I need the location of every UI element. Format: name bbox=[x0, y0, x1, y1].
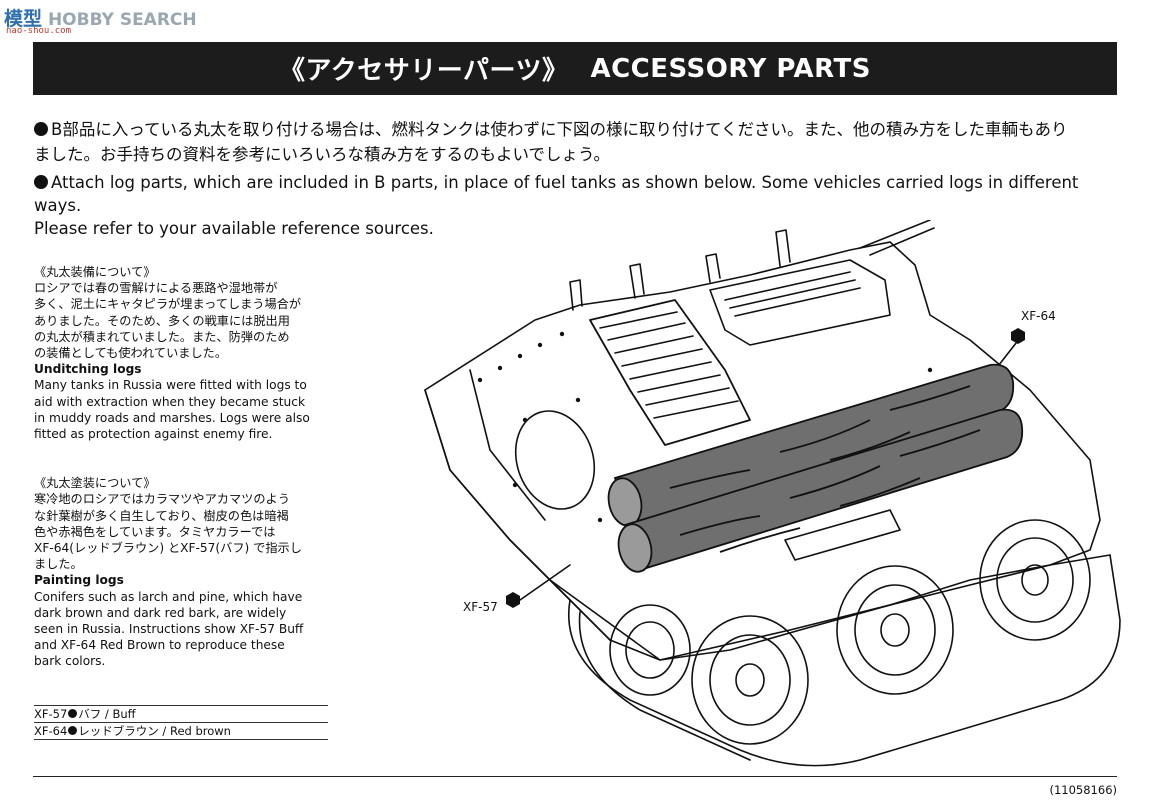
top-handle bbox=[705, 253, 721, 283]
legend-row: XF-57 バフ / Buff bbox=[34, 705, 328, 723]
painting-en-line: dark brown and dark red bark, are widely bbox=[34, 605, 287, 620]
unditching-jp-line: の丸太が積まれていました。また、防弾のため bbox=[34, 329, 290, 344]
painting-jp-line: な針葉樹が多く自生しており、樹皮の色は暗褐 bbox=[34, 508, 289, 523]
side-notes: 《丸太装備について》 ロシアでは春の雪解けによる悪路や湿地帯が 多く、泥土にキャ… bbox=[34, 264, 330, 670]
intro-jp-line2: ました。お手持ちの資料を参考にいろいろな積み方をするのもよいでしょう。 bbox=[34, 145, 611, 164]
log-lower bbox=[617, 408, 1024, 573]
legend-code: XF-57 bbox=[34, 707, 68, 721]
unditching-section: 《丸太装備について》 ロシアでは春の雪解けによる悪路や湿地帯が 多く、泥土にキャ… bbox=[34, 264, 330, 442]
unditching-jp-line: 多く、泥土にキャタピラが埋まってしまう場合が bbox=[34, 297, 302, 312]
painting-jp-line: 寒冷地のロシアではカラマツやアカマツのよう bbox=[34, 492, 290, 507]
banner-title-jp: 《アクセサリーパーツ》 bbox=[279, 56, 569, 86]
paint-dot-icon bbox=[68, 709, 78, 718]
intro-jp-line1: B部品に入っている丸太を取り付ける場合は、燃料タンクは使わずに下図の様に取り付け… bbox=[51, 120, 1068, 139]
painting-en-line: Conifers such as larch and pine, which h… bbox=[34, 589, 303, 604]
painting-section: 《丸太塗装について》 寒冷地のロシアではカラマツやアカマツのよう な針葉樹が多く… bbox=[34, 475, 330, 669]
rear-hatch bbox=[514, 410, 596, 510]
log-upper bbox=[607, 363, 1015, 527]
road-wheel bbox=[836, 565, 954, 695]
intro-en: Attach log parts, which are included in … bbox=[34, 171, 1119, 240]
unditching-jp-heading: 《丸太装備について》 bbox=[34, 265, 156, 279]
bottom-rule bbox=[33, 776, 1117, 777]
engine-grille bbox=[589, 299, 751, 446]
intro-jp: B部品に入っている丸太を取り付ける場合は、燃料タンクは使わずに下図の様に取り付け… bbox=[34, 117, 1119, 167]
legend-label: バフ / Buff bbox=[78, 707, 136, 721]
drive-sprocket bbox=[609, 604, 691, 696]
tank-log-illustration bbox=[424, 220, 1121, 767]
intro-en-line1: Attach log parts, which are included in … bbox=[34, 173, 1079, 215]
unditching-en-line: fitted as protection against enemy fire. bbox=[34, 427, 273, 442]
legend-label: レッドブラウン / Red brown bbox=[78, 724, 231, 738]
intro-text: B部品に入っている丸太を取り付ける場合は、燃料タンクは使わずに下図の様に取り付け… bbox=[34, 117, 1119, 242]
tool-box bbox=[784, 509, 901, 561]
unditching-en-heading: Unditching logs bbox=[34, 362, 142, 377]
road-wheel bbox=[691, 615, 809, 745]
watermark-brand: HOBBY SEARCH bbox=[47, 10, 197, 30]
watermark-cn: 模型 bbox=[4, 8, 43, 30]
painting-en-heading: Painting logs bbox=[34, 573, 124, 588]
unditching-jp-line: の装備としても使われていました。 bbox=[34, 346, 228, 361]
section-banner: 《アクセサリーパーツ》 ACCESSORY PARTS bbox=[33, 42, 1117, 95]
top-handle bbox=[775, 229, 791, 267]
intro-en-line2: Please refer to your available reference… bbox=[34, 219, 434, 238]
gun-barrel bbox=[859, 220, 935, 256]
callout-xf64: XF-64 bbox=[1021, 309, 1056, 323]
painting-jp-line: 色や赤褐色をしています。タミヤカラーでは bbox=[34, 524, 276, 539]
leader-line bbox=[519, 564, 571, 601]
track-top bbox=[549, 554, 1111, 661]
painting-en-line: and XF-64 Red Brown to reproduce these bbox=[34, 638, 285, 653]
legend-row: XF-64 レッドブラウン / Red brown bbox=[34, 723, 328, 740]
unditching-en-line: in muddy roads and marshes. Logs were al… bbox=[34, 410, 310, 425]
watermark-url: nao-shou.com bbox=[6, 26, 72, 36]
painting-jp-line: XF-64(レッドブラウン) とXF-57(バフ) で指示し bbox=[34, 541, 302, 556]
track-outline bbox=[568, 554, 1121, 767]
callout-xf57: XF-57 bbox=[463, 600, 498, 614]
paint-legend: XF-57 バフ / Buff XF-64 レッドブラウン / Red brown bbox=[34, 705, 328, 740]
unditching-jp-line: ありました。そのため、多くの戦車には脱出用 bbox=[34, 313, 290, 328]
bullet-icon bbox=[34, 122, 48, 136]
document-number: (11058166) bbox=[1049, 783, 1117, 797]
bullet-icon bbox=[34, 175, 48, 189]
road-wheel bbox=[979, 519, 1091, 641]
top-handle bbox=[569, 279, 583, 311]
painting-en-line: bark colors. bbox=[34, 654, 106, 669]
painting-en-line: seen in Russia. Instructions show XF-57 … bbox=[34, 622, 304, 637]
paint-marker-icon bbox=[506, 592, 520, 608]
paint-dot-icon bbox=[68, 726, 78, 735]
legend-code: XF-64 bbox=[34, 724, 68, 738]
deck-hatch bbox=[709, 259, 891, 346]
unditching-jp-line: ロシアでは春の雪解けによる悪路や湿地帯が bbox=[34, 281, 278, 296]
top-handle bbox=[629, 263, 645, 299]
painting-jp-heading: 《丸太塗装について》 bbox=[34, 476, 156, 491]
painting-jp-line: ました。 bbox=[34, 557, 83, 572]
unditching-en-line: aid with extraction when they became stu… bbox=[34, 394, 306, 409]
unditching-en-line: Many tanks in Russia were fitted with lo… bbox=[34, 378, 307, 393]
banner-title-en: ACCESSORY PARTS bbox=[590, 53, 871, 84]
paint-marker-icon bbox=[1011, 328, 1025, 344]
watermark-logo: 模型 HOBBY SEARCH nao-shou.com bbox=[4, 4, 197, 40]
